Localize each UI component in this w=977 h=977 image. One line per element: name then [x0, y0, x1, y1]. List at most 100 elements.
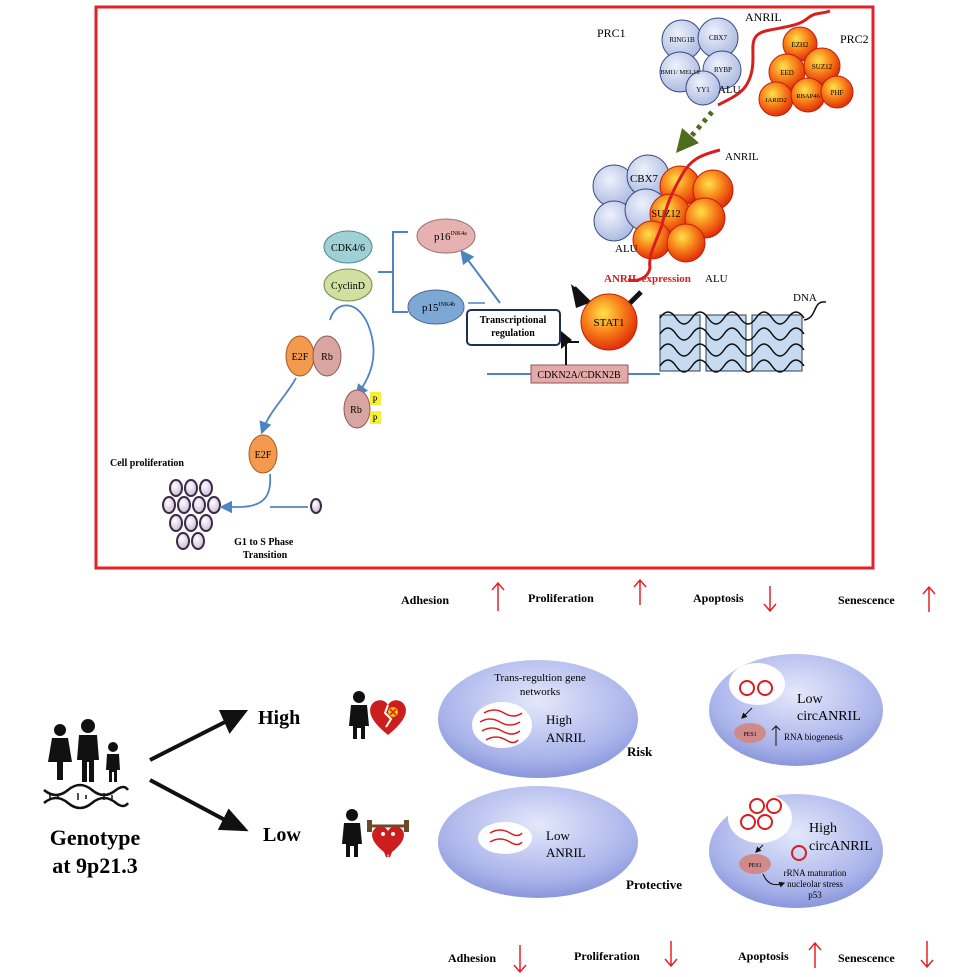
effects-high-row: Adhesion Proliferation Apoptosis Senesce… [401, 578, 936, 613]
cdk46-label: CDK4/6 [331, 243, 365, 254]
prc2-complex: PRC2 EZH2 EED SUZ12 JARID2 RBAP46 PHF [758, 26, 869, 117]
anril-label-top: ANRIL [745, 10, 782, 24]
effect-label: Apoptosis [738, 949, 789, 963]
genotype-branch-arrows [149, 710, 249, 832]
svg-text:p16INK4a: p16INK4a [434, 231, 467, 243]
ink4-inhibitors: p16INK4a p15INK4b [378, 218, 501, 325]
high-circanril-line2: circANRIL [809, 839, 873, 854]
dna-nucleosomes: DNA [659, 292, 827, 373]
svg-text:G1 to S Phase Transition: G1 to S Phase Transition [234, 537, 296, 561]
prc2-unit: PHF [831, 89, 844, 97]
dna-label: DNA [793, 292, 817, 304]
cdk-cyclin-complex: CDK4/6 CyclinD [323, 230, 375, 398]
effect-label: Senescence [838, 593, 895, 607]
rna-biogenesis-label: RNA biogenesis [784, 732, 843, 742]
anril-rna-top [717, 9, 831, 107]
cyclind-label: CyclinD [331, 281, 365, 292]
up-arrow [922, 585, 936, 612]
effect-label: Senescence [838, 951, 895, 965]
prc2-unit: SUZ12 [812, 63, 833, 71]
g1s-label-line2: Transition [243, 550, 288, 561]
protective-label: Protective [626, 877, 682, 892]
alu-label-right: ALU [705, 273, 728, 285]
dna-helix-icon [43, 783, 130, 810]
prc1-unit: CBX7 [709, 34, 727, 42]
effect-label: Proliferation [528, 591, 594, 605]
prc1-label: PRC1 [597, 26, 626, 40]
rb-label: Rb [321, 352, 333, 363]
transcriptional-regulation-box [466, 309, 561, 346]
pes1-node [739, 854, 771, 874]
circanril-rings [740, 798, 807, 861]
low-anril-line2: ANRIL [546, 845, 586, 860]
anril-transcripts-high [479, 709, 523, 744]
stat1-label: STAT1 [594, 317, 625, 329]
cbx7-label: CBX7 [630, 173, 659, 185]
high-anril-nucleus [472, 702, 532, 748]
rb-phos-label: Rb [350, 405, 362, 416]
anril-rna-middle [627, 148, 721, 282]
svg-text:p15INK4b: p15INK4b [422, 302, 455, 314]
high-anril-line2: ANRIL [546, 730, 586, 745]
broken-heart-icon [370, 700, 406, 735]
low-anril-cell [438, 786, 638, 898]
p15-superscript: INK4b [439, 302, 456, 308]
up-arrow [808, 941, 822, 968]
low-anril-line1: Low [546, 828, 570, 843]
prc1-complex: PRC1 RING1B CBX7 BMI1/ MEL18 RYBP YY1 [597, 17, 742, 106]
high-genotype-label: High [258, 707, 300, 729]
up-arrow-rna [771, 725, 781, 746]
anril-prc-complex: CBX7 SUZ12 [592, 148, 734, 282]
prc2-unit: JARID2 [765, 97, 787, 104]
p16-superscript: INK4a [451, 231, 468, 237]
nucleolus-high [729, 663, 785, 705]
prc2-unit: EED [780, 69, 794, 77]
prc2-unit: EZH2 [791, 41, 809, 49]
rrna-line: p53 [808, 890, 822, 900]
effect-label: Adhesion [448, 951, 496, 965]
gene-box [530, 364, 629, 384]
anril-label-middle: ANRIL [725, 151, 759, 163]
prc1-unit: RYBP [714, 66, 732, 74]
low-genotype-label: Low [263, 824, 301, 846]
effect-label: Adhesion [401, 593, 449, 607]
gene-to-regulation-arrow [565, 341, 579, 365]
pes1-label: PES1 [743, 732, 756, 738]
p16-label: p16 [434, 231, 451, 243]
low-anril-nucleus [478, 822, 532, 854]
anril-transcripts-low [489, 829, 523, 846]
effect-label: Proliferation [574, 949, 640, 963]
alu-label-middle: ALU [615, 243, 638, 255]
low-circanril-line1: Low [797, 692, 824, 707]
e2f-free-label: E2F [255, 450, 272, 461]
phosphate-label: P [372, 395, 377, 405]
family-icon [48, 719, 120, 782]
high-circanril-line1: High [809, 821, 837, 836]
e2f-label: E2F [292, 352, 309, 363]
pes1-node [734, 723, 766, 743]
anril-expression-label: ANRIL expression [604, 273, 691, 285]
up-arrow [491, 581, 505, 611]
network-text-line2: networks [520, 686, 560, 698]
phosphate-label: P [372, 414, 377, 424]
gene-label: CDKN2A/CDKN2B [537, 370, 621, 381]
person-icon [349, 691, 369, 739]
low-circanril-line2: circANRIL [797, 709, 861, 724]
down-arrow [920, 941, 934, 969]
p15-label: p15 [422, 302, 439, 314]
proliferating-cells: Cell proliferation G1 to S Phase Transit… [110, 458, 322, 561]
g1s-label: G1 to S Phase [234, 537, 294, 548]
prc1-unit: RING1B [669, 36, 695, 44]
genotype-label-line1: Genotype [50, 825, 141, 850]
cell-proliferation-label: Cell proliferation [110, 458, 184, 469]
prc1-unit: YY1 [696, 86, 710, 94]
high-anril-line1: High [546, 712, 573, 727]
rrna-line: rRNA maturation [784, 868, 847, 878]
rrna-line: nucleolar stress [787, 879, 843, 889]
effects-low-row: Adhesion Proliferation Apoptosis Senesce… [448, 941, 934, 974]
mechanism-frame [94, 5, 875, 570]
prc2-label: PRC2 [840, 32, 869, 46]
risk-label: Risk [627, 744, 653, 759]
